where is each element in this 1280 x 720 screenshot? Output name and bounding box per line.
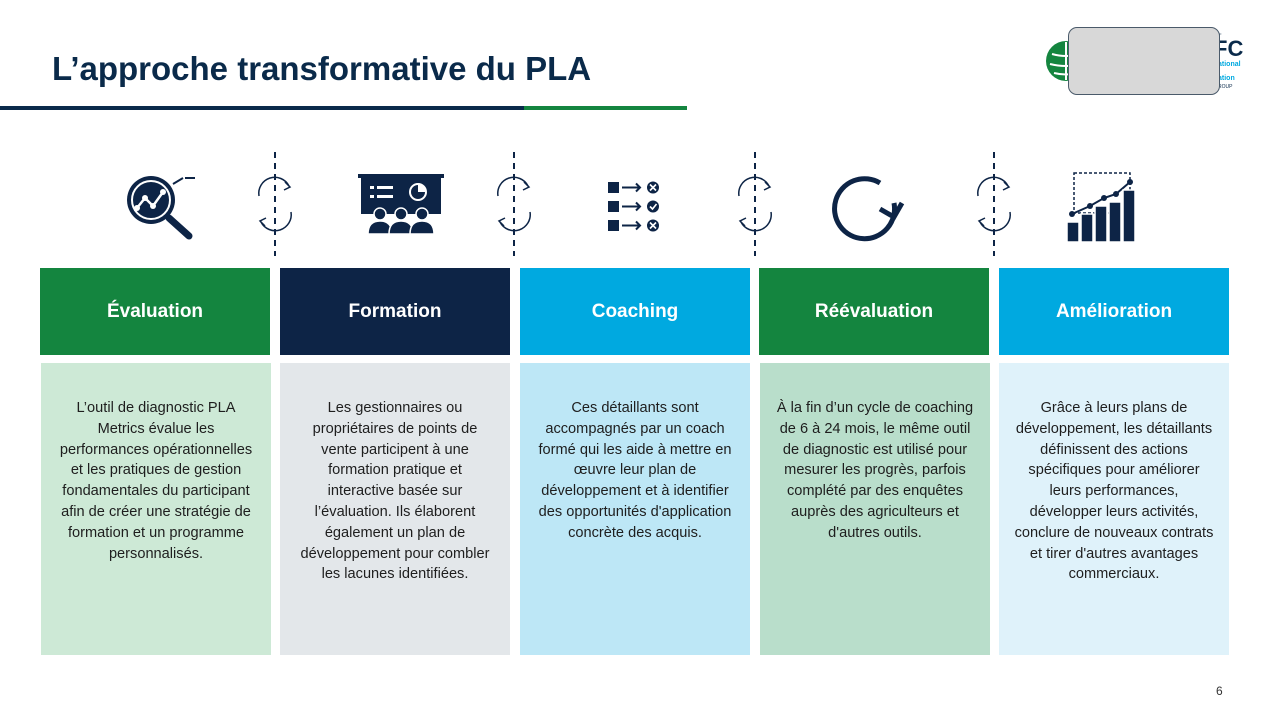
title-underline-navy — [0, 106, 524, 110]
logo-redaction-box — [1068, 27, 1220, 95]
step-header-evaluation: Évaluation — [40, 268, 270, 355]
training-presentation-icon — [358, 174, 444, 235]
step-description-formation: Les gestionnaires ou propriétaires de po… — [280, 363, 510, 655]
step-header-formation: Formation — [280, 268, 510, 355]
step-header-amelioration: Amélioration — [999, 268, 1229, 355]
cycle-arrows-icon — [258, 152, 292, 256]
slide-title: L’approche transformative du PLA — [52, 50, 592, 87]
refresh-icon — [832, 176, 905, 242]
magnifier-chart-icon — [127, 176, 195, 240]
step-description-evaluation: L’outil de diagnostic PLA Metrics évalue… — [41, 363, 271, 655]
svg-text:ational: ational — [1218, 61, 1241, 68]
step-header-reevaluation: Réévaluation — [759, 268, 989, 355]
cycle-arrows-icon — [497, 152, 531, 256]
cycle-arrows-icon — [738, 152, 772, 256]
svg-text:ation: ation — [1218, 75, 1235, 82]
growth-chart-icon — [1066, 172, 1136, 243]
svg-text:ROUP: ROUP — [1218, 84, 1233, 90]
cycle-arrows-icon — [977, 152, 1011, 256]
checklist-icon — [608, 181, 659, 232]
title-underline-green — [524, 106, 687, 110]
step-description-reevaluation: À la fin d’un cycle de coaching de 6 à 2… — [760, 363, 990, 655]
step-description-coaching: Ces détaillants sont accompagnés par un … — [520, 363, 750, 655]
page-number: 6 — [1216, 684, 1223, 698]
step-description-amelioration: Grâce à leurs plans de développement, le… — [999, 363, 1229, 655]
step-header-coaching: Coaching — [520, 268, 750, 355]
